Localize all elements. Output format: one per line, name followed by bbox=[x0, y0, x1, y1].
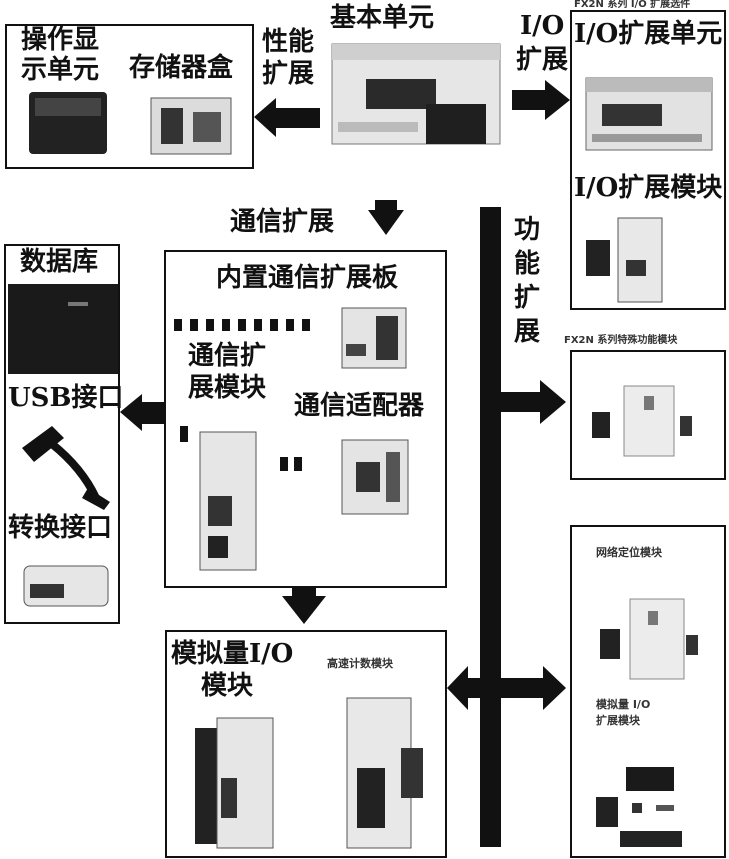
io-ext-unit-image bbox=[582, 64, 716, 164]
display-unit-image bbox=[27, 88, 109, 160]
func-ext-char-1: 功 bbox=[514, 215, 541, 245]
comm-board-label: 内置通信扩展板 bbox=[216, 263, 399, 293]
database-label: 数据库 bbox=[20, 247, 99, 277]
func-ext-char-2: 能 bbox=[514, 249, 541, 279]
io-ext-caption: FX2N 系列 I/O 扩展选件 bbox=[574, 0, 691, 10]
comm-ext-label: 通信扩展 bbox=[230, 207, 335, 237]
analog-ext-module-image bbox=[586, 747, 716, 853]
func-ext-char-4: 展 bbox=[514, 317, 541, 347]
io-ext-label-1: I/O bbox=[520, 11, 565, 41]
counter-module-image bbox=[327, 688, 437, 854]
usb-label: USB接口 bbox=[8, 383, 124, 413]
operation-box: 操作显 示单元 存储器盒 bbox=[5, 24, 254, 169]
arrow-double-analog bbox=[447, 666, 566, 710]
display-unit-label-2: 示单元 bbox=[21, 55, 100, 85]
analog-ext-label-2: 扩展模块 bbox=[596, 714, 640, 727]
perf-ext-label-2: 扩展 bbox=[262, 59, 315, 89]
arrow-left-db bbox=[120, 394, 164, 431]
converter-image bbox=[16, 554, 116, 618]
io-ext-label-2: 扩展 bbox=[516, 45, 569, 75]
positioning-module-image bbox=[586, 579, 716, 699]
arrow-right-io bbox=[512, 80, 570, 120]
database-box: 数据库 USB接口 转换接口 bbox=[4, 244, 124, 624]
analog-ext-label-1: 模拟量 I/O bbox=[596, 698, 651, 711]
analog-title-1: 模拟量I/O bbox=[171, 639, 294, 669]
comm-module-image bbox=[172, 426, 272, 576]
comm-board-image bbox=[336, 300, 416, 376]
memory-cassette-label: 存储器盒 bbox=[129, 53, 234, 83]
arrow-down-analog bbox=[282, 588, 326, 624]
func-ext-char-3: 扩 bbox=[514, 283, 541, 313]
io-ext-unit-label: I/O扩展单元 bbox=[574, 19, 723, 49]
io-ext-module-label: I/O扩展模块 bbox=[574, 173, 723, 203]
function-bus-bar bbox=[480, 207, 501, 847]
basic-unit-label: 基本单元 bbox=[330, 3, 435, 33]
special-func-box: FX2N 系列特殊功能模块 bbox=[564, 335, 726, 480]
comm-module-label-1: 通信扩 bbox=[188, 341, 267, 371]
memory-cassette-image bbox=[147, 90, 237, 162]
database-image bbox=[8, 284, 118, 374]
usb-cable-image bbox=[12, 418, 116, 510]
basic-unit-image bbox=[326, 34, 506, 154]
analog-title-2: 模块 bbox=[201, 671, 254, 701]
io-ext-module-image bbox=[578, 210, 718, 306]
high-speed-counter-label: 高速计数模块 bbox=[327, 657, 393, 670]
positioning-module-label: 网络定位模块 bbox=[596, 546, 662, 559]
display-unit-label-1: 操作显 bbox=[21, 25, 100, 55]
comm-box: 内置通信扩展板 通信扩 展模块 通信适配器 bbox=[164, 250, 447, 588]
comm-adapter-label: 通信适配器 bbox=[294, 391, 425, 421]
analog-module-image bbox=[187, 698, 287, 854]
arrow-left-performance bbox=[254, 98, 320, 137]
special-func-caption: FX2N 系列特殊功能模块 bbox=[564, 335, 678, 346]
converter-label: 转换接口 bbox=[8, 513, 113, 543]
io-ext-box: FX2N 系列 I/O 扩展选件 I/O扩展单元 I/O扩展模块 bbox=[570, 0, 726, 310]
positioning-box: 网络定位模块 模拟量 I/O 扩展模块 bbox=[570, 525, 726, 858]
comm-adapter-image bbox=[336, 432, 416, 522]
comm-module-label-2: 展模块 bbox=[188, 373, 267, 403]
special-func-image bbox=[584, 366, 714, 472]
perf-ext-label-1: 性能 bbox=[262, 27, 315, 57]
dotted-separator-mid bbox=[280, 456, 310, 471]
arrow-down-comm bbox=[368, 200, 404, 235]
arrow-right-special bbox=[501, 380, 566, 424]
analog-box: 模拟量I/O 模块 高速计数模块 bbox=[165, 630, 447, 858]
dotted-separator-top bbox=[174, 316, 314, 331]
